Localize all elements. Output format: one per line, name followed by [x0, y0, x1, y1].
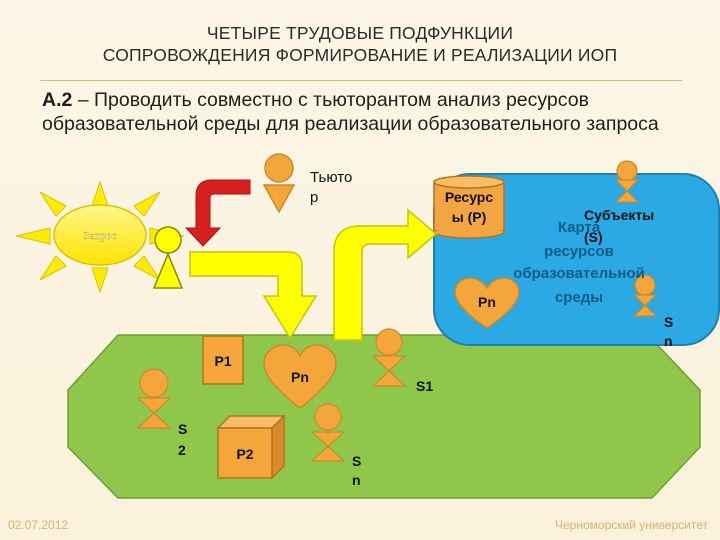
request-sun: [15, 180, 185, 294]
p2-label: P2: [236, 446, 253, 462]
subjects-label-line-2: (S): [584, 229, 603, 245]
p2-cube: [216, 414, 286, 480]
subject-figure-s2: [136, 368, 172, 429]
subject-figure-sn: [310, 403, 346, 462]
map-label-line-4: среды: [555, 289, 603, 306]
map-label-line-3: образовательной: [513, 265, 645, 282]
slide-body-text: А.2 – Проводить совместно с тьюторантом …: [42, 88, 682, 136]
slide-title-line-2: СОПРОВОЖДЕНИЯ ФОРМИРОВАНИЕ И РЕАЛИЗАЦИИ …: [102, 45, 618, 65]
map-label-line-2: ресурсов: [544, 243, 614, 260]
tutor-figure: [262, 153, 296, 214]
s2-label-line-2: 2: [178, 442, 186, 458]
p1-label: P1: [214, 353, 231, 369]
tutor-label-line-2: р: [310, 189, 318, 206]
resources-label-line-1: Ресурс: [445, 189, 494, 205]
map-label-line-1: Карта: [558, 219, 601, 236]
slide-title: ЧЕТЫРЕ ТРУДОВЫЕ ПОДФУНКЦИИ СОПРОВОЖДЕНИЯ…: [40, 22, 680, 66]
pn-map-label: Pn: [478, 294, 496, 310]
subject-figure-s1: [371, 328, 407, 387]
footer-date: 02.07.2012: [8, 518, 69, 532]
p1-box: [202, 335, 244, 385]
resources-cylinder: [433, 175, 505, 239]
s1-label: S1: [416, 378, 433, 394]
pn-field-label: Pn: [291, 369, 309, 385]
subject-figure-map-top: [614, 160, 640, 203]
yellow-arrow-down: [189, 251, 318, 340]
tutor-label-line-1: Тьюто: [310, 169, 352, 186]
yellow-arrow-up: [333, 208, 438, 341]
sn-map-label-line-1: S: [664, 314, 673, 330]
learner-figure: [152, 226, 184, 289]
task-code: А.2: [42, 89, 73, 111]
subject-figure-map-sn: [632, 274, 658, 317]
red-arrow: [184, 179, 251, 247]
sn-field-label-line-1: S: [352, 453, 361, 469]
sn-field-label-line-2: n: [352, 472, 361, 488]
footer-organization: Черноморский университет: [555, 518, 708, 532]
sn-map-label-line-2: n: [664, 333, 673, 349]
sun-label: Запрос: [84, 231, 117, 242]
task-description: – Проводить совместно с тьюторантом анал…: [42, 89, 659, 135]
pn-heart-map: [454, 277, 520, 329]
pn-heart-field: [263, 344, 337, 409]
subjects-label-line-1: Субъекты: [584, 207, 654, 223]
title-divider: [40, 80, 682, 81]
resources-label-line-2: ы (Р): [452, 209, 487, 225]
slide-title-line-1: ЧЕТЫРЕ ТРУДОВЫЕ ПОДФУНКЦИИ: [206, 23, 514, 43]
s2-label-line-1: S: [178, 421, 187, 437]
